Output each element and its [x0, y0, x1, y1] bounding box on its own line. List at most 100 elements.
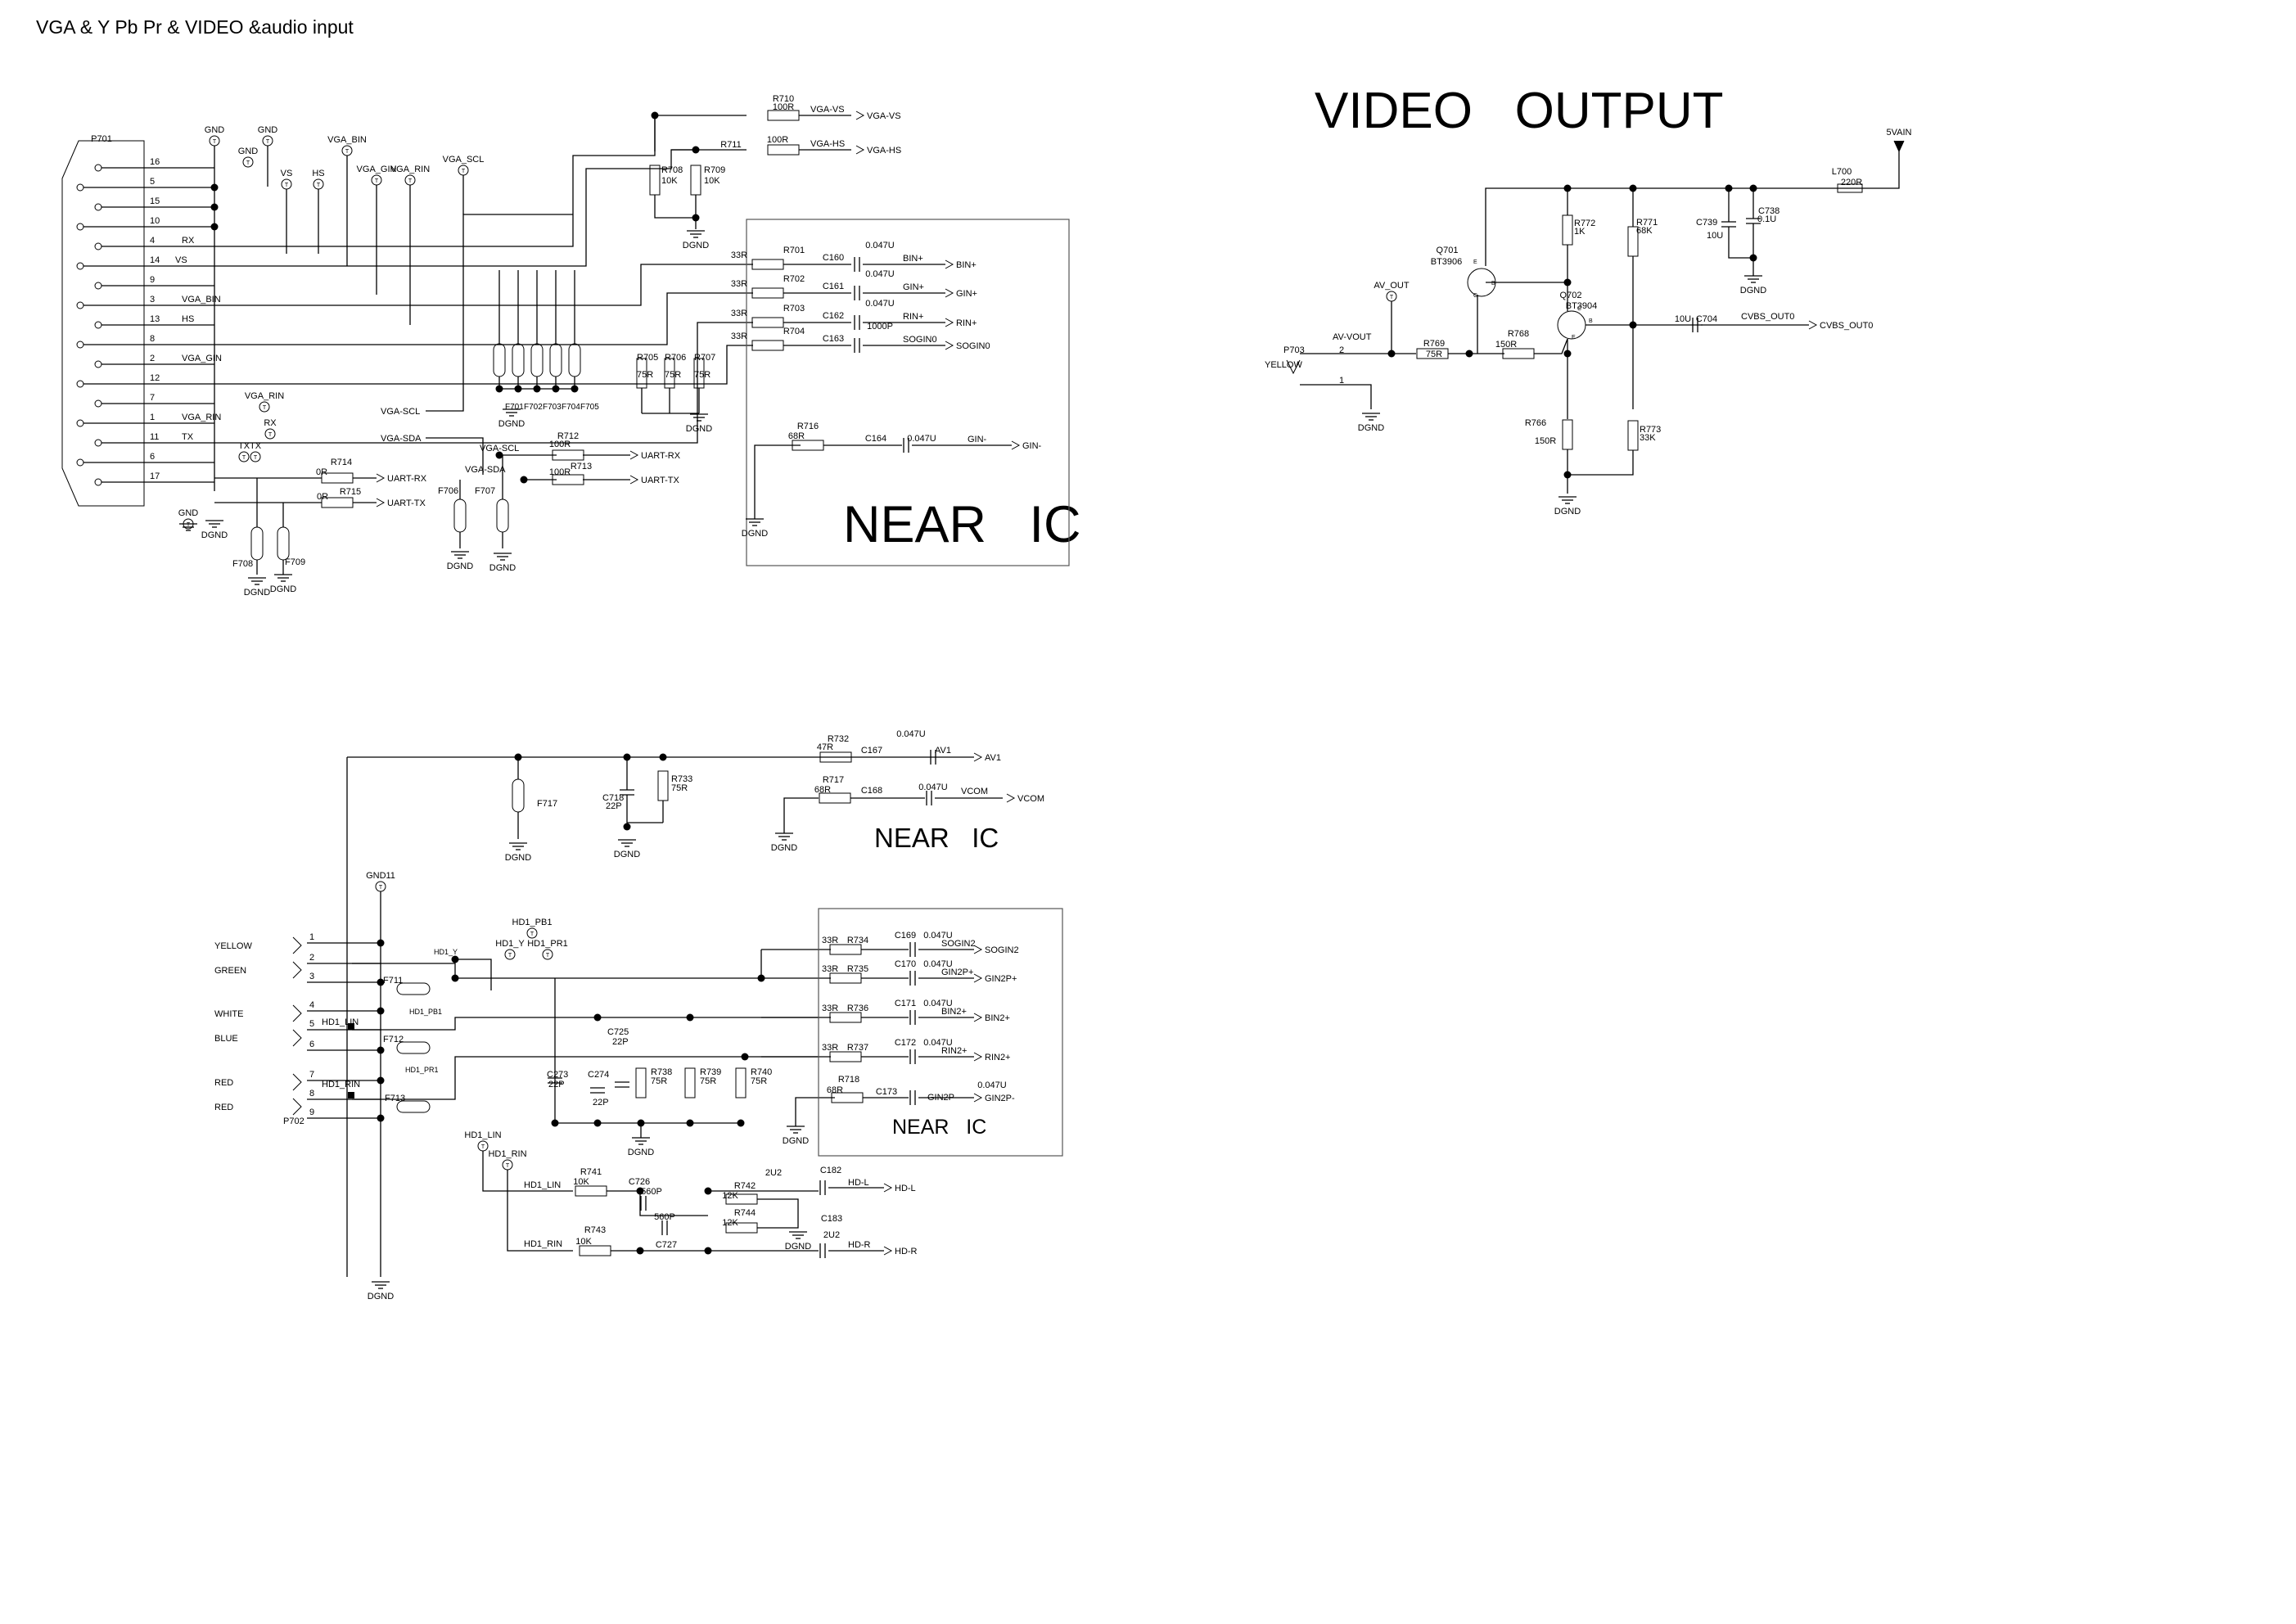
capacitor-c273: [548, 1077, 562, 1084]
pin-number: 6: [150, 452, 155, 462]
value-label: 33K: [1640, 433, 1656, 443]
net-label: GND: [258, 125, 278, 135]
ref-label: R702: [783, 274, 805, 284]
wire: [754, 444, 801, 519]
jack-label: BLUE: [214, 1034, 238, 1044]
test-point-mark: T: [379, 885, 383, 891]
port-label: AV1: [985, 753, 1001, 763]
resistor-r712: [552, 449, 584, 461]
net-label: GIN2P-: [927, 1093, 958, 1103]
ref-label: R707: [694, 353, 715, 363]
resistor-r704: [751, 340, 784, 351]
ref-label: R769: [1423, 339, 1445, 349]
value-label: 22P: [612, 1037, 629, 1047]
value-label: 75R: [700, 1076, 716, 1086]
jack-label: GREEN: [214, 966, 246, 976]
ref-label: C171: [895, 999, 916, 1008]
wire: [214, 264, 753, 306]
value-label: 12K: [722, 1191, 738, 1201]
net-label: SOGIN2: [941, 939, 976, 949]
wire: [426, 214, 573, 412]
test-point-mark: T: [268, 432, 273, 438]
net-label: HD1_RIN: [488, 1149, 526, 1159]
port-label: CVBS_OUT0: [1820, 321, 1873, 331]
ref-label: R743: [584, 1225, 606, 1235]
test-point-mark: T: [317, 183, 321, 188]
port-arrow: [973, 752, 983, 762]
value-label: 1K: [1574, 227, 1586, 237]
resistor-r708: [649, 165, 661, 196]
wire: [352, 1056, 819, 1100]
test-point-mark: T: [246, 160, 250, 166]
ground-symbol: [274, 574, 292, 582]
net-label: SOGIN0: [903, 335, 937, 345]
wire: [507, 1170, 573, 1252]
ref-label: R744: [734, 1208, 756, 1218]
ref-label: R772: [1574, 219, 1595, 228]
ground-label: DGND: [505, 853, 531, 863]
ground-label: DGND: [614, 850, 640, 859]
junction-dot: [659, 753, 667, 761]
resistor-r736: [829, 1012, 862, 1023]
port-label: GIN+: [956, 289, 977, 299]
value-label: 47R: [817, 742, 833, 752]
net-label: RX: [264, 418, 277, 428]
ref-label: R742: [734, 1181, 756, 1191]
resistor-r769: [1416, 348, 1449, 359]
pin-mark: E: [1473, 259, 1477, 265]
value-label: 22P: [606, 801, 622, 811]
ferrite-label: F706: [438, 486, 458, 496]
net-label: GIN2P+: [941, 968, 973, 977]
ferrite-f705: [568, 343, 581, 377]
pin-number: 1: [309, 932, 314, 942]
test-point: [542, 949, 553, 960]
resistor-r735: [829, 972, 862, 984]
ground-symbol: [503, 408, 521, 417]
ground-symbol: [205, 520, 223, 528]
wire: [426, 437, 484, 475]
value-label: 2U2: [765, 1168, 782, 1178]
test-point: [313, 178, 324, 190]
ground-symbol: [1558, 496, 1577, 504]
page-title: VGA & Y Pb Pr & VIDEO &audio input: [36, 16, 354, 38]
pin-number: 10: [150, 216, 160, 226]
pin-number: 6: [309, 1040, 314, 1049]
resistor-r718: [831, 1092, 864, 1103]
wire: [795, 1097, 835, 1126]
connector-pin: [76, 301, 84, 309]
capacitor-c738: [1746, 218, 1761, 224]
value-label: 33R: [731, 309, 747, 318]
value-label: 10K: [661, 176, 678, 186]
test-point: [1386, 291, 1397, 302]
resistor-r717: [819, 792, 851, 804]
ref-label: C162: [823, 311, 844, 321]
resistor-r710: [767, 110, 800, 121]
test-point: [526, 927, 538, 939]
ref-label: C738: [1758, 206, 1780, 216]
near-ic-box-ypbpr: [818, 908, 1063, 1157]
ref-label: R768: [1508, 329, 1529, 339]
junction-dot: [1465, 350, 1473, 358]
capacitor-c167: [930, 750, 936, 765]
net-label: GND: [178, 508, 199, 518]
junction-dot: [377, 1046, 385, 1054]
resistor-r773: [1627, 420, 1639, 451]
test-point-mark: T: [254, 455, 258, 461]
test-point: [262, 135, 273, 147]
resistor-r733: [657, 770, 669, 801]
jack-symbol: [292, 936, 302, 954]
junction-dot: [377, 1007, 385, 1015]
ref-label: Q702: [1560, 291, 1582, 300]
test-point: [341, 145, 353, 156]
capacitor-c163: [854, 338, 860, 353]
pin-number: 9: [150, 275, 155, 285]
ground-label: DGND: [683, 241, 709, 250]
value-label: 0.1U: [1757, 214, 1776, 224]
ferrite-label: F717: [537, 799, 557, 809]
junction-dot: [451, 974, 459, 982]
net-label: HD1_Y: [495, 939, 525, 949]
pin-number: 2: [150, 354, 155, 363]
ref-label: C704: [1696, 314, 1717, 324]
port-arrow: [1011, 440, 1021, 450]
ref-label: C167: [861, 746, 882, 756]
